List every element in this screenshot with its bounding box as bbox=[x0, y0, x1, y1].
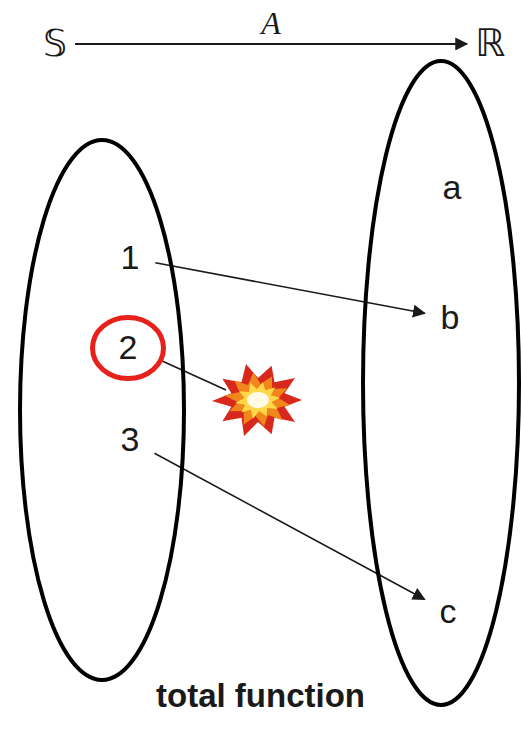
explosion-core bbox=[247, 392, 269, 408]
set-element: a bbox=[435, 166, 470, 209]
set-outline bbox=[352, 12, 521, 712]
set-element: c bbox=[432, 590, 465, 633]
set-boundary bbox=[363, 61, 519, 705]
mapping-arrow bbox=[155, 263, 424, 314]
highlighted-element: 2 bbox=[90, 315, 166, 381]
set-element: b bbox=[433, 296, 468, 339]
function-name: A bbox=[261, 5, 281, 41]
set-outline bbox=[15, 12, 195, 687]
set-element: 3 bbox=[113, 418, 148, 461]
explosion-middle bbox=[220, 368, 294, 431]
element-label: c bbox=[440, 593, 457, 630]
mapping-arrow bbox=[154, 453, 424, 599]
explosion-inner bbox=[233, 380, 282, 421]
set-ellipse: 𝕊 1 2 3 bbox=[15, 12, 195, 687]
set-name: 𝕊 bbox=[43, 23, 67, 65]
explosion-outer bbox=[212, 364, 302, 436]
set-boundary bbox=[20, 140, 184, 680]
element-label: b bbox=[441, 299, 460, 336]
set-name: ℝ bbox=[475, 23, 505, 65]
set-ellipse: ℝa b c bbox=[352, 12, 521, 712]
explosion-icon bbox=[212, 364, 302, 436]
failure-line bbox=[160, 360, 226, 390]
edge-label-box: A bbox=[257, 6, 285, 41]
element-label: a bbox=[443, 169, 462, 206]
set-element: 1 bbox=[113, 236, 148, 279]
mapping-arrow bbox=[75, 43, 467, 45]
caption: total function bbox=[156, 677, 365, 714]
caption-box: total function bbox=[0, 678, 521, 714]
element-label: 2 bbox=[119, 329, 138, 366]
element-label: 1 bbox=[121, 239, 140, 276]
element-label: 3 bbox=[121, 421, 140, 458]
ring-stroke bbox=[93, 318, 164, 379]
